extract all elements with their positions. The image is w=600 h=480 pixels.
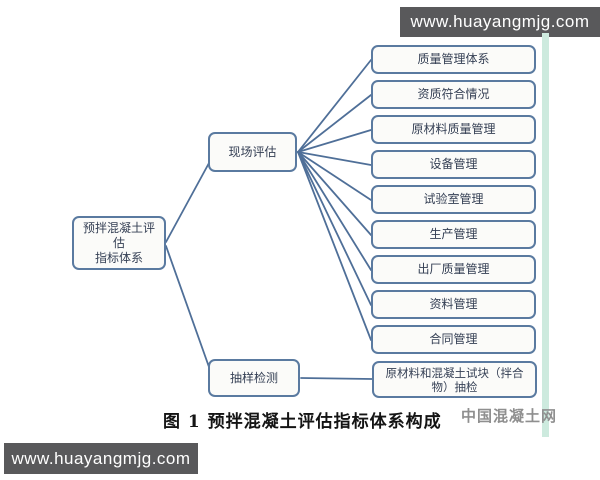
figure-caption: 图 1 预拌混凝土评估指标体系构成 bbox=[163, 412, 442, 432]
leaf-sampling-items: 原材料和混凝土试块（拌合物）抽检 bbox=[372, 361, 537, 398]
leaf-delivery-quality-management: 出厂质量管理 bbox=[371, 255, 536, 284]
leaf-quality-management-system: 质量管理体系 bbox=[371, 45, 536, 74]
connector-line bbox=[297, 94, 372, 153]
leaf-equipment-management: 设备管理 bbox=[371, 150, 536, 179]
root-node: 预拌混凝土评估 指标体系 bbox=[72, 216, 166, 270]
inline-watermark: 中国混凝土网 bbox=[461, 407, 558, 425]
watermark-banner-bottom: www.huayangmjg.com bbox=[4, 443, 198, 474]
connector-line bbox=[165, 162, 210, 243]
connector-line bbox=[297, 151, 372, 306]
root-node-label-line2: 指标体系 bbox=[94, 250, 143, 265]
connector-line bbox=[300, 377, 373, 380]
connector-line bbox=[297, 59, 372, 153]
branch-site-evaluation: 现场评估 bbox=[208, 132, 297, 172]
connector-line bbox=[297, 151, 372, 166]
watermark-banner-top: www.huayangmjg.com bbox=[400, 7, 600, 37]
leaf-production-management: 生产管理 bbox=[371, 220, 536, 249]
branch-sampling-inspection: 抽样检测 bbox=[208, 359, 300, 397]
leaf-contract-management: 合同管理 bbox=[371, 325, 536, 354]
root-node-label-line1: 预拌混凝土评估 bbox=[82, 220, 155, 250]
connector-line bbox=[297, 151, 372, 271]
connector-line bbox=[297, 151, 372, 341]
leaf-qualification-compliance: 资质符合情况 bbox=[371, 80, 536, 109]
leaf-raw-material-quality-management: 原材料质量管理 bbox=[371, 115, 536, 144]
page-edge-stripe bbox=[542, 33, 549, 437]
leaf-document-management: 资料管理 bbox=[371, 290, 536, 319]
leaf-laboratory-management: 试验室管理 bbox=[371, 185, 536, 214]
connector-line bbox=[165, 245, 210, 368]
connector-line bbox=[297, 151, 372, 201]
connector-line bbox=[297, 151, 372, 236]
connector-line bbox=[297, 129, 372, 153]
